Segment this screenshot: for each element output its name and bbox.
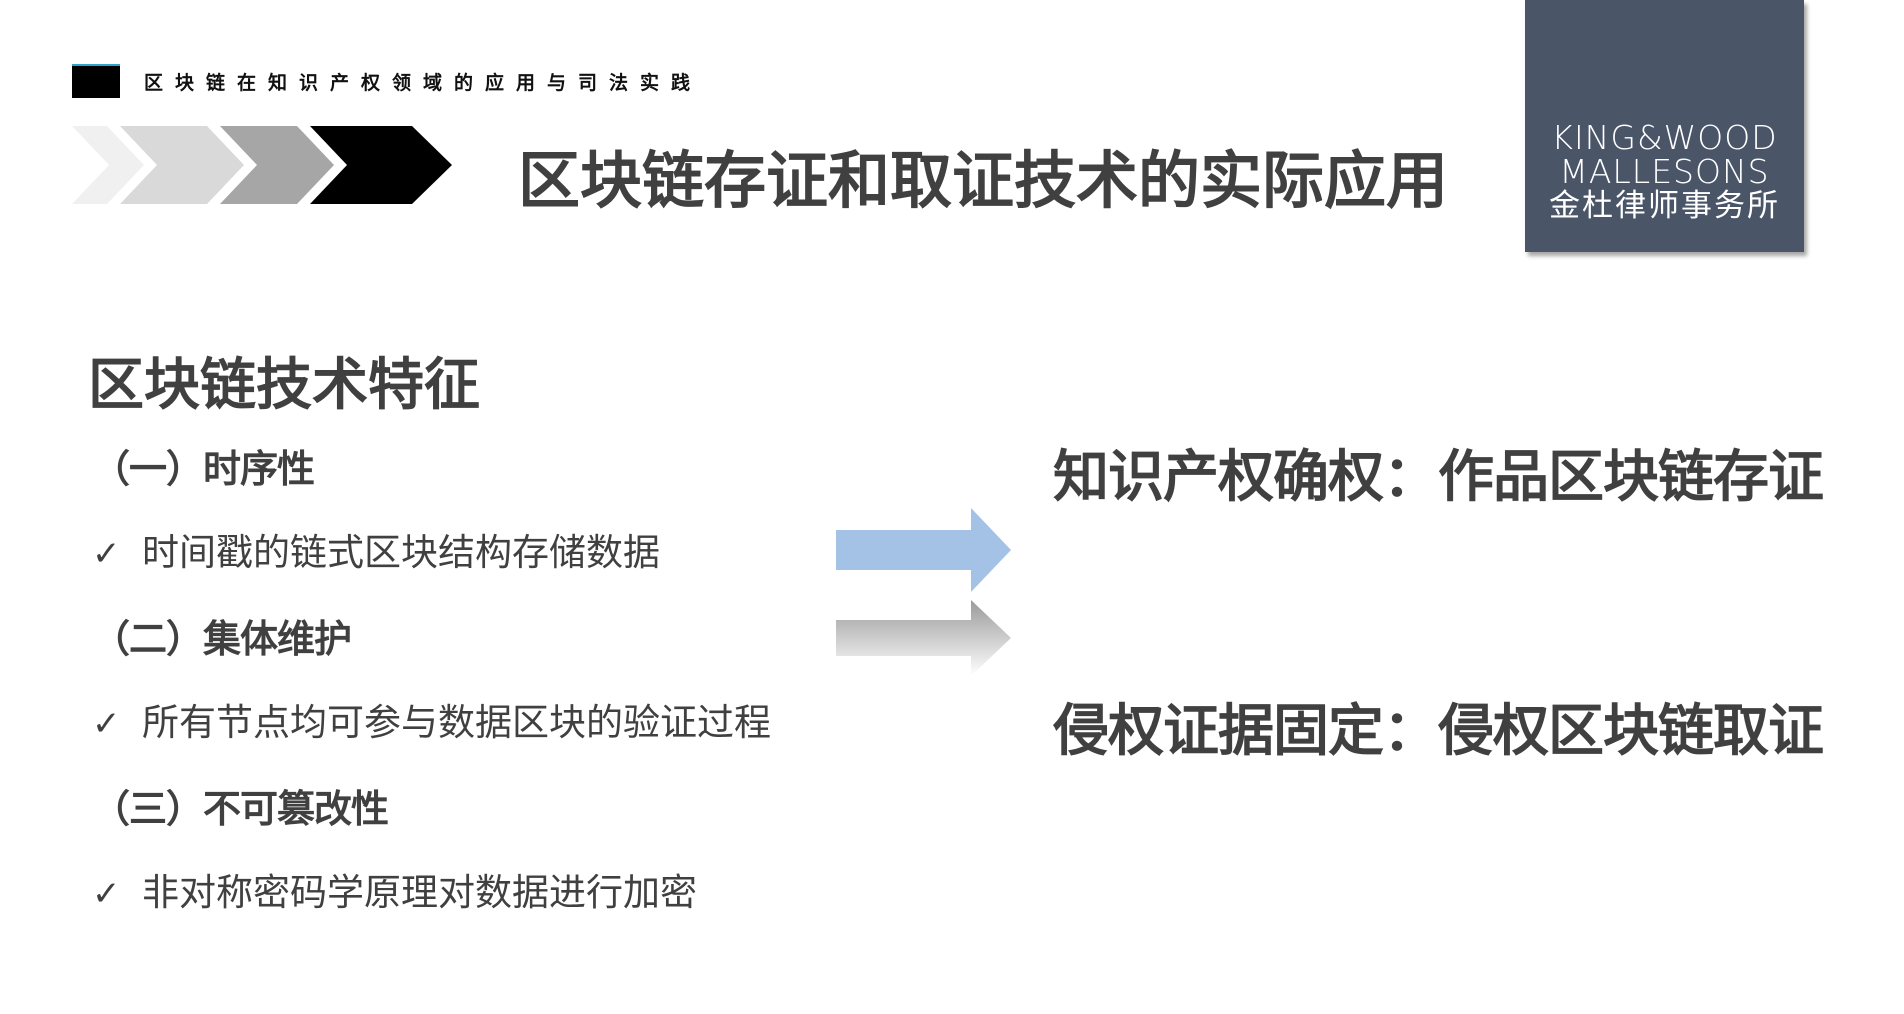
section-heading: 区块链技术特征 bbox=[88, 353, 480, 418]
check-icon: ✓ bbox=[92, 704, 121, 744]
bullet-text: 所有节点均可参与数据区块的验证过程 bbox=[142, 701, 771, 744]
firm-logo: KING&WOOD MALLESONS 金杜律师事务所 bbox=[1525, 0, 1804, 252]
feature-heading-1: （一）时序性 bbox=[92, 447, 315, 491]
feature-heading-2: （二）集体维护 bbox=[92, 617, 352, 661]
chevron-2 bbox=[120, 126, 244, 204]
chevron-3 bbox=[220, 126, 334, 204]
bullet-text: 非对称密码学原理对数据进行加密 bbox=[142, 871, 697, 914]
feature-bullet-2: ✓ 所有节点均可参与数据区块的验证过程 bbox=[92, 692, 771, 746]
feature-bullet-3: ✓ 非对称密码学原理对数据进行加密 bbox=[92, 862, 697, 916]
logo-line-2: MALLESONS bbox=[1559, 152, 1770, 191]
right-arrow-icon bbox=[836, 508, 1011, 592]
result-line-1: 知识产权确权：作品区块链存证 bbox=[1053, 445, 1824, 510]
chevron-1 bbox=[72, 126, 144, 204]
result-line-2: 侵权证据固定：侵权区块链取证 bbox=[1053, 699, 1824, 764]
logo-line-3: 金杜律师事务所 bbox=[1549, 188, 1780, 224]
check-icon: ✓ bbox=[92, 534, 121, 574]
arrows-graphic bbox=[836, 508, 1011, 676]
feature-bullet-1: ✓ 时间戳的链式区块结构存储数据 bbox=[92, 522, 660, 576]
header-accent-block bbox=[72, 64, 120, 98]
page-title: 区块链存证和取证技术的实际应用 bbox=[518, 144, 1449, 217]
bullet-text: 时间戳的链式区块结构存储数据 bbox=[142, 531, 660, 574]
chevron-arrows-decoration bbox=[72, 126, 452, 204]
logo-line-1: KING&WOOD bbox=[1551, 118, 1778, 157]
feature-heading-3: （三）不可篡改性 bbox=[92, 787, 389, 831]
check-icon: ✓ bbox=[92, 874, 121, 914]
right-arrow-icon bbox=[836, 600, 1011, 676]
chevron-4 bbox=[310, 126, 452, 204]
header-subtitle: 区块链在知识产权领域的应用与司法实践 bbox=[144, 72, 703, 94]
